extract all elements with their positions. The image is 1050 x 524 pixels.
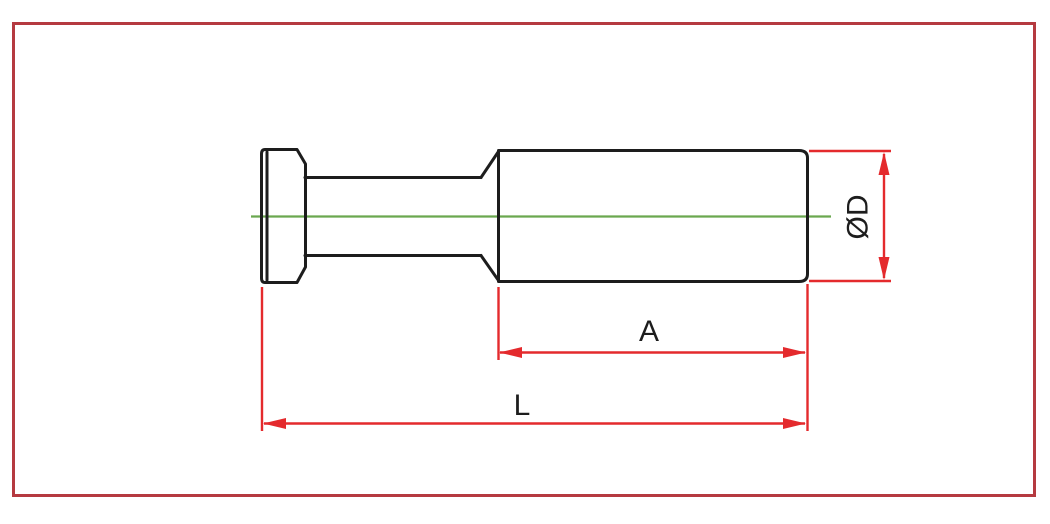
dim-d-arrow-up	[878, 152, 890, 175]
dim-l-label: L	[514, 389, 531, 422]
dim-a-label: A	[639, 315, 659, 348]
dim-l-arrow-left	[263, 418, 286, 429]
dim-d-arrow-down	[878, 257, 890, 280]
part-taper-bottom-line	[479, 254, 500, 282]
dim-a-arrow-left	[499, 347, 522, 358]
part-taper-top-line	[479, 150, 500, 179]
dim-d-label: ØD	[842, 195, 875, 240]
dim-a-arrow-right	[783, 347, 806, 358]
part-cap-outline	[260, 148, 307, 284]
dim-l-arrow-right	[783, 418, 806, 429]
part-body-outline	[497, 149, 809, 283]
drawing-border-frame	[12, 22, 1036, 497]
